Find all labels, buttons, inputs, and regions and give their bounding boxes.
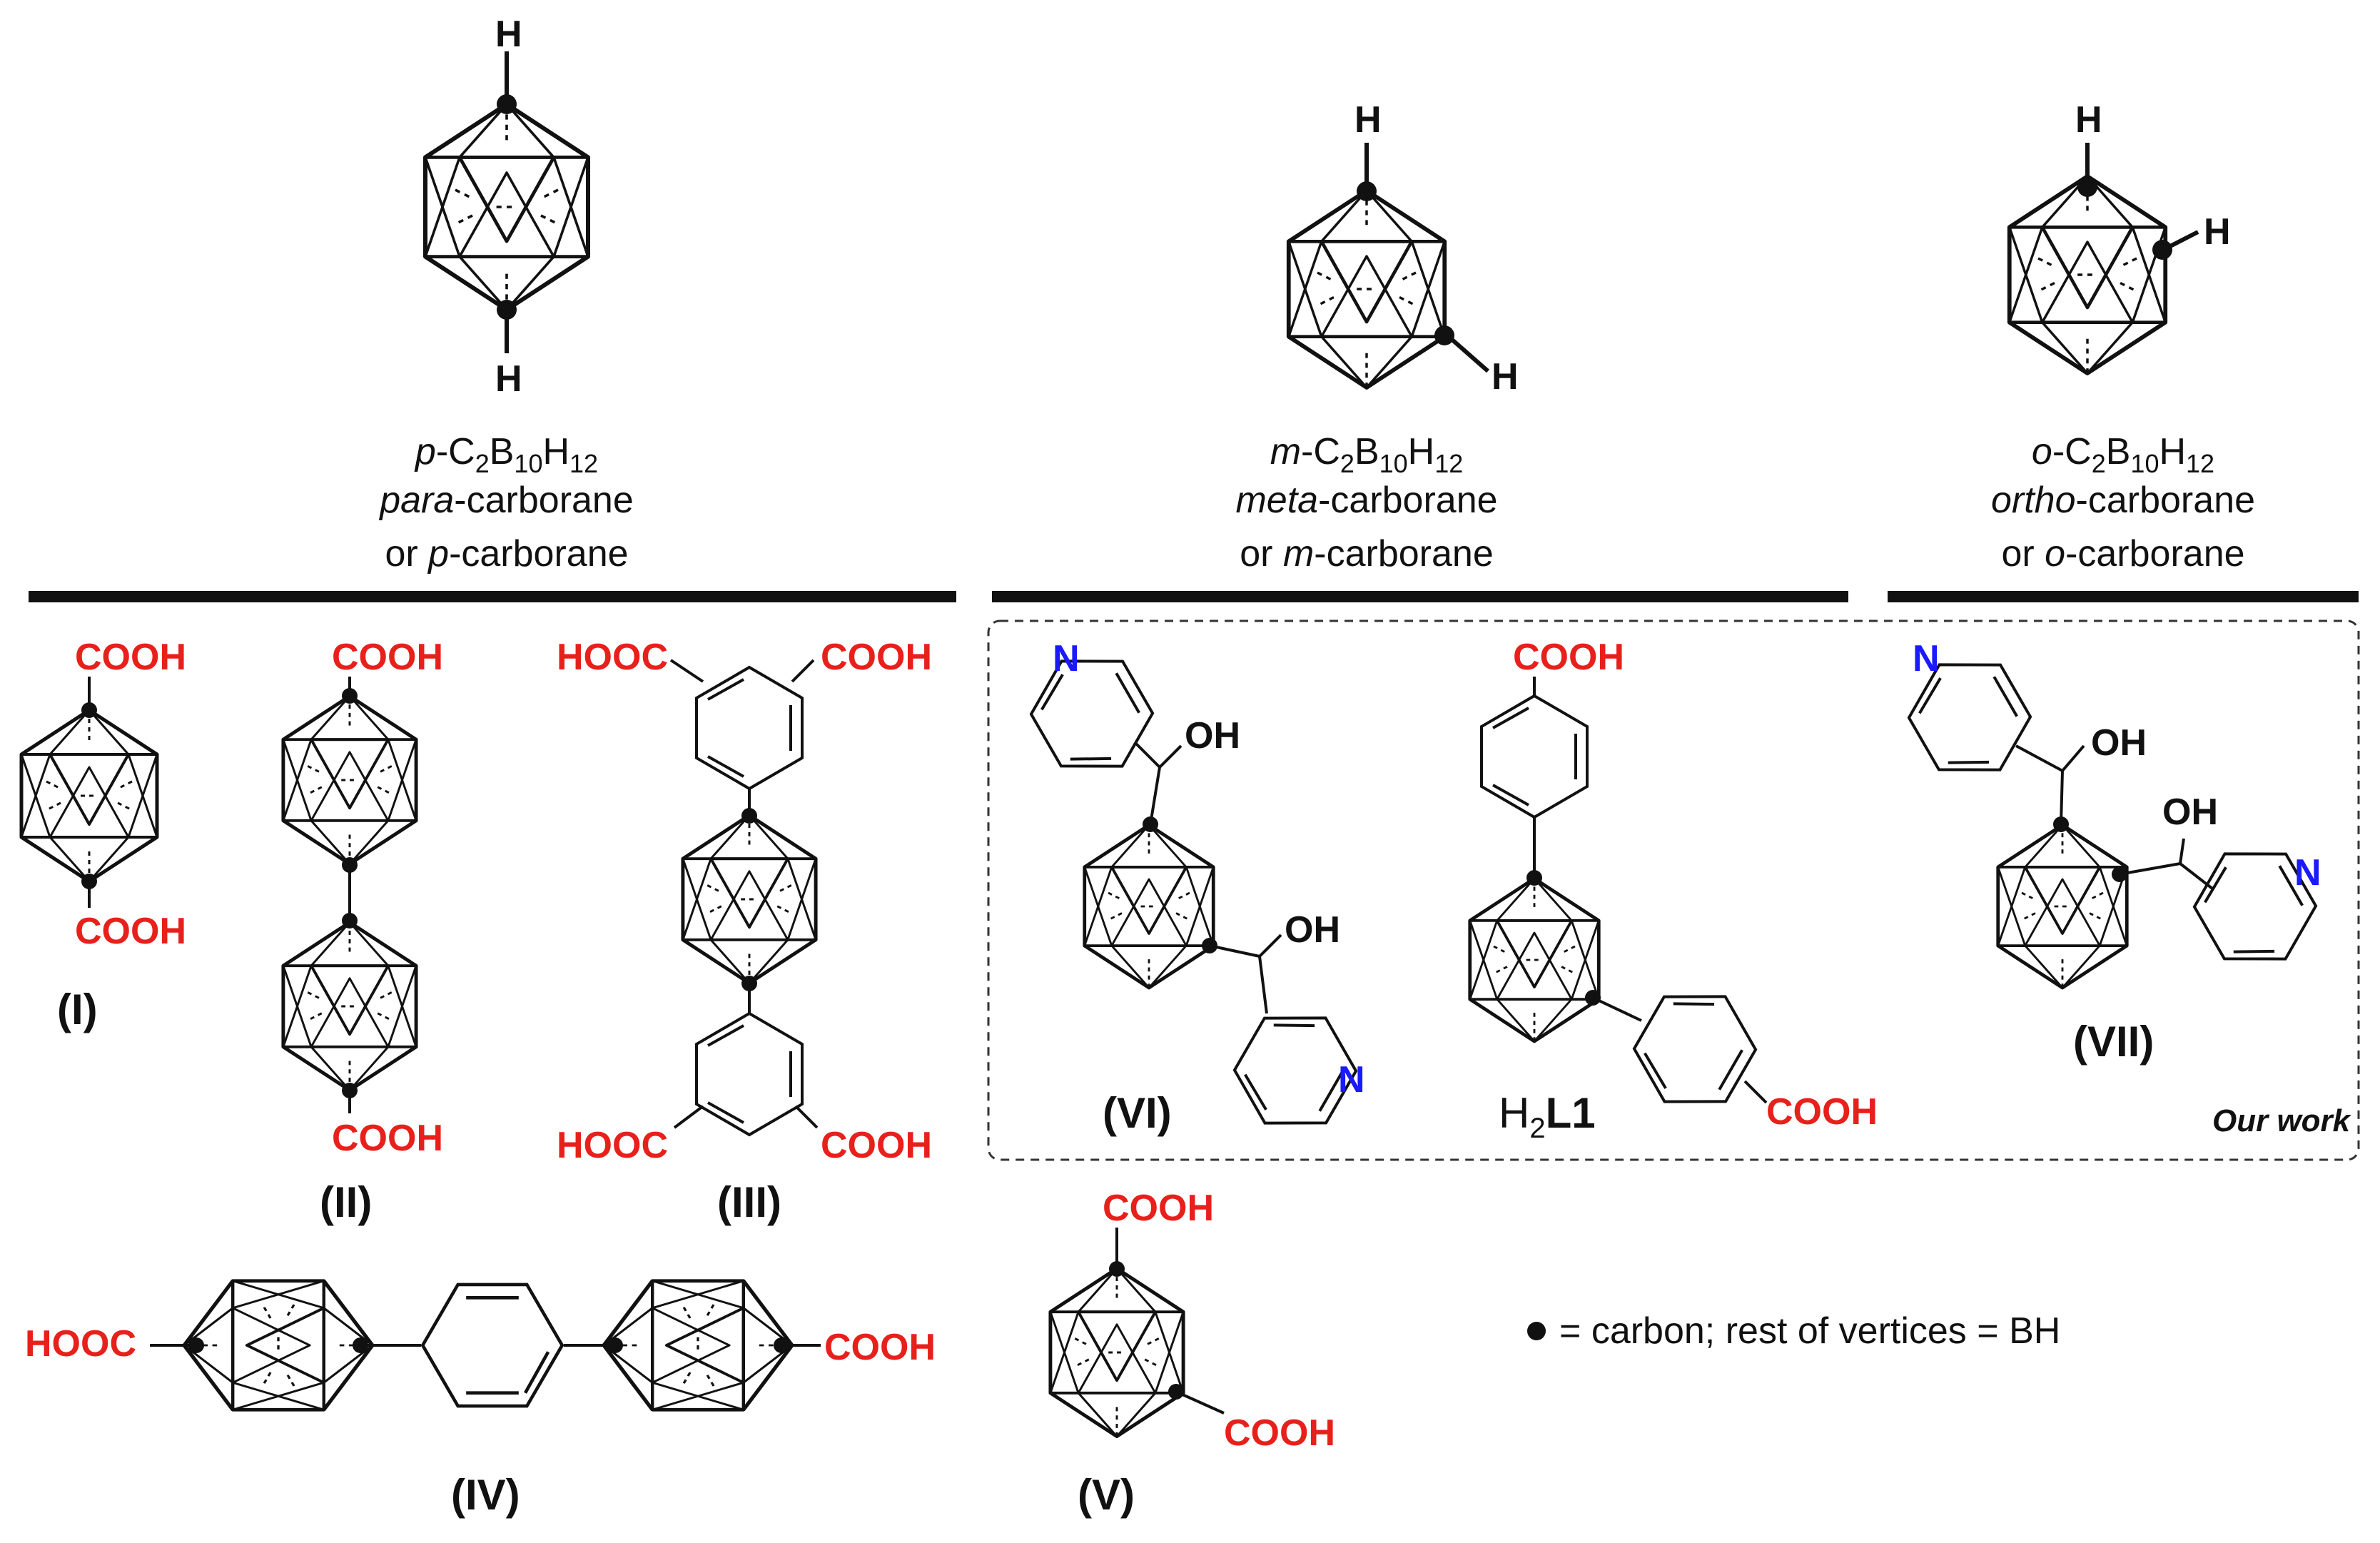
svg-text:N: N (1338, 1059, 1365, 1101)
svg-text:COOH: COOH (332, 1118, 443, 1159)
svg-text:p-C2B10H12: p-C2B10H12 (414, 431, 598, 478)
svg-text:HOOC: HOOC (557, 1125, 668, 1166)
ortho-carborane-structure: H H (2010, 99, 2231, 373)
para-carborane-label: p-C2B10H12 para-carborane or p-carborane (378, 431, 634, 575)
svg-text:OH: OH (1185, 715, 1240, 757)
svg-text:HOOC: HOOC (557, 637, 668, 678)
svg-text:COOH: COOH (1103, 1188, 1214, 1229)
meta-carborane-structure: H H (1289, 99, 1519, 398)
svg-text:COOH: COOH (1766, 1091, 1878, 1133)
svg-text:COOH: COOH (75, 911, 186, 952)
svg-text:COOH: COOH (332, 637, 443, 678)
svg-text:ortho-carborane: ortho-carborane (1991, 480, 2255, 521)
label-V: (V) (1078, 1471, 1135, 1519)
label-I: (I) (57, 986, 98, 1033)
svg-text:o-C2B10H12: o-C2B10H12 (2032, 431, 2214, 478)
compound-H2L1: COOH COOH H2L1 (1470, 637, 1878, 1144)
divider-para (29, 591, 956, 602)
svg-text:COOH: COOH (1224, 1412, 1335, 1454)
svg-text:COOH: COOH (1513, 637, 1624, 678)
legend: = carbon; rest of vertices = BH (1527, 1310, 2060, 1352)
divider-meta (992, 591, 1848, 602)
compound-VI: N OH OH N (VI) (1014, 633, 1373, 1151)
divider-ortho (1888, 591, 2359, 602)
para-carborane-structure: H H (425, 14, 588, 400)
h-atom-top: H (2075, 99, 2102, 141)
h-atom-top: H (1354, 99, 1382, 141)
svg-text:OH: OH (1285, 909, 1340, 951)
compound-V: COOH COOH (V) (1050, 1188, 1335, 1519)
compound-II: COOH COOH (II) (283, 637, 443, 1226)
svg-text:N: N (2294, 852, 2321, 894)
carbon-dot-icon (1527, 1322, 1546, 1340)
label-IV: (IV) (451, 1471, 520, 1519)
svg-text:COOH: COOH (75, 637, 186, 678)
h-atom-side: H (1492, 356, 1519, 398)
h-atom-side: H (2204, 211, 2231, 253)
meta-carborane-label: m-C2B10H12 meta-carborane or m-carborane (1235, 431, 1497, 575)
svg-text:or o-carborane: or o-carborane (2001, 533, 2244, 575)
compound-VII: N OH OH N (VII) Our work (1892, 637, 2352, 1138)
label-H2L1: H2L1 (1499, 1089, 1596, 1144)
svg-text:N: N (1913, 638, 1940, 679)
svg-text:COOH: COOH (821, 1125, 932, 1166)
h-atom-bottom: H (495, 358, 522, 400)
label-II: (II) (320, 1178, 372, 1226)
svg-text:COOH: COOH (821, 637, 932, 678)
compound-III: HOOC COOH HOOC COOH (III) (557, 637, 932, 1226)
svg-text:meta-carborane: meta-carborane (1235, 480, 1497, 521)
svg-text:m-C2B10H12: m-C2B10H12 (1270, 431, 1464, 478)
dashed-highlight-box (987, 619, 2360, 1161)
legend-text: = carbon; rest of vertices = BH (1559, 1310, 2060, 1352)
label-VII: (VII) (2073, 1018, 2154, 1066)
compound-IV: HOOC COOH (IV) (25, 1281, 936, 1519)
h-atom-top: H (495, 14, 522, 55)
svg-text:OH: OH (2162, 791, 2218, 833)
compound-I: COOH COOH (I) (21, 637, 186, 1033)
label-VI: (VI) (1103, 1089, 1172, 1137)
svg-text:para-carborane: para-carborane (378, 480, 634, 521)
svg-text:HOOC: HOOC (25, 1323, 136, 1365)
label-III: (III) (717, 1178, 781, 1226)
svg-text:COOH: COOH (824, 1327, 936, 1368)
svg-text:or m-carborane: or m-carborane (1240, 533, 1493, 575)
svg-text:or p-carborane: or p-carborane (385, 533, 628, 575)
svg-text:OH: OH (2091, 722, 2147, 764)
svg-text:N: N (1053, 638, 1080, 679)
ortho-carborane-label: o-C2B10H12 ortho-carborane or o-carboran… (1991, 431, 2255, 575)
our-work-label: Our work (2212, 1103, 2352, 1138)
